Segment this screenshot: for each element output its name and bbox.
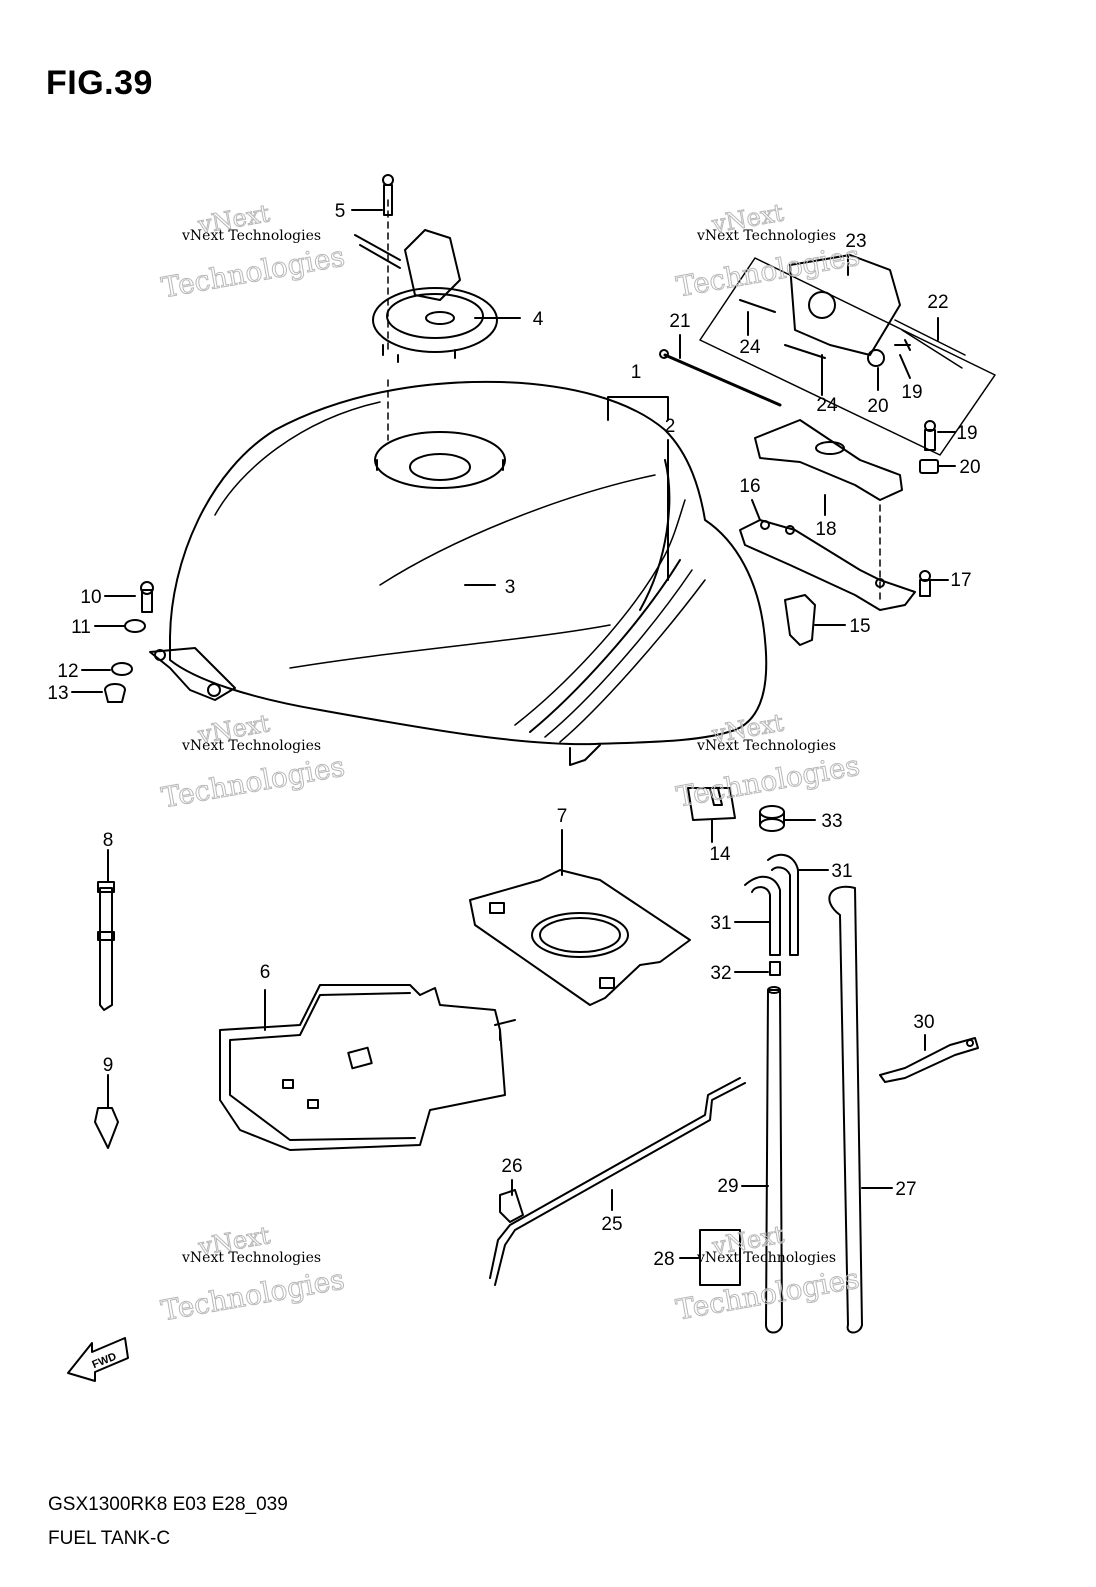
- callout-30: 30: [913, 1012, 934, 1033]
- fwd-arrow-icon: [67, 1337, 129, 1382]
- callout-3: 3: [505, 577, 516, 598]
- callout-10: 10: [80, 587, 101, 608]
- callout-13: 13: [47, 683, 68, 704]
- svg-text:Technologies: Technologies: [674, 239, 862, 304]
- callout-19b: 19: [956, 423, 977, 444]
- callout-2: 2: [665, 416, 676, 437]
- callout-33: 33: [821, 811, 842, 832]
- callout-24b: 24: [816, 395, 838, 416]
- strap: [99, 887, 113, 1011]
- callout-24a: 24: [739, 337, 761, 358]
- callout-6: 6: [260, 962, 271, 983]
- callout-29: 29: [717, 1176, 738, 1197]
- watermark-text: vNext Technologies: [181, 738, 321, 754]
- svg-text:Technologies: Technologies: [159, 750, 347, 815]
- callout-16: 16: [739, 476, 760, 497]
- callout-23: 23: [845, 231, 866, 252]
- callout-5: 5: [335, 201, 346, 222]
- watermark-text: vNext Technologies: [181, 1250, 321, 1266]
- tank-sheet: [219, 984, 506, 1151]
- callout-1: 1: [631, 362, 642, 383]
- callout-20b: 20: [959, 457, 980, 478]
- callout-21: 21: [669, 311, 690, 332]
- callout-20a: 20: [867, 396, 888, 417]
- svg-text:Technologies: Technologies: [674, 1262, 862, 1327]
- fuel-tank: [169, 380, 768, 746]
- svg-text:Technologies: Technologies: [159, 1263, 347, 1328]
- watermark-text: vNext Technologies: [696, 738, 836, 754]
- callout-8: 8: [103, 830, 114, 851]
- callout-4: 4: [533, 309, 544, 330]
- callout-32: 32: [710, 963, 731, 984]
- support-rod: [494, 1082, 746, 1286]
- callout-22: 22: [927, 292, 948, 313]
- callout-18: 18: [815, 519, 836, 540]
- figure-title: FIG.39: [46, 64, 153, 102]
- callout-14: 14: [709, 844, 731, 865]
- callout-9: 9: [103, 1055, 114, 1076]
- svg-text:Technologies: Technologies: [159, 240, 347, 305]
- callout-17: 17: [950, 570, 971, 591]
- callout-19a: 19: [901, 382, 922, 403]
- model-code: GSX1300RK8 E03 E28_039: [48, 1494, 288, 1515]
- tank-plate: [469, 869, 691, 1006]
- bracket: [754, 419, 903, 501]
- callout-31b: 31: [710, 913, 731, 934]
- callout-26: 26: [501, 1156, 522, 1177]
- diagram-name: FUEL TANK-C: [48, 1528, 171, 1549]
- drain-hose: [828, 885, 863, 1334]
- callout-7: 7: [557, 806, 568, 827]
- watermark-text: vNext Technologies: [696, 228, 836, 244]
- watermark-text: vNext Technologies: [696, 1250, 836, 1266]
- callout-25: 25: [601, 1214, 622, 1235]
- callout-15: 15: [849, 616, 870, 637]
- callout-11: 11: [71, 617, 91, 638]
- callout-12: 12: [57, 661, 78, 682]
- callout-28: 28: [653, 1249, 674, 1270]
- breather-hose: [765, 989, 783, 1334]
- fuel-cap: [372, 287, 498, 353]
- svg-text:Technologies: Technologies: [674, 749, 862, 814]
- callout-27: 27: [895, 1179, 916, 1200]
- watermark-text: vNext Technologies: [181, 228, 321, 244]
- callout-31a: 31: [831, 861, 852, 882]
